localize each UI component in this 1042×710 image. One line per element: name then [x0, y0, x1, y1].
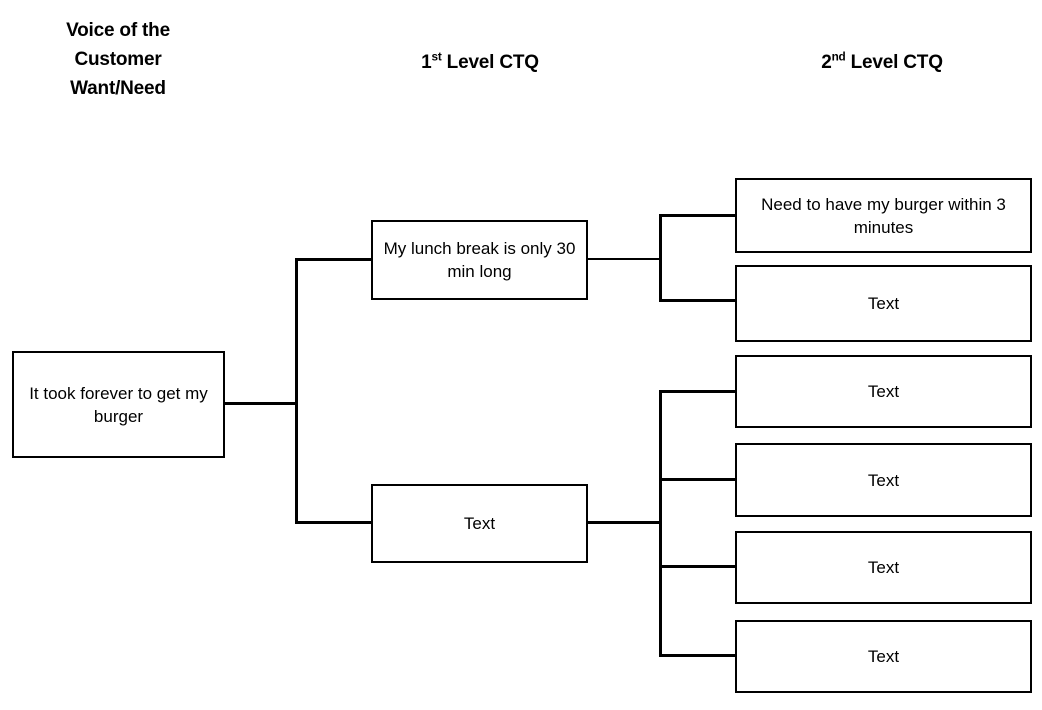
ctq2-prefix: 2: [821, 52, 832, 73]
node-level1-text[interactable]: Text: [371, 484, 588, 563]
node-level1-lunch-break-label: My lunch break is only 30 min long: [383, 239, 576, 281]
ctq1-suffix: Level CTQ: [441, 52, 539, 73]
connector-trunk-to-l1-b: [295, 521, 373, 524]
connector-trunk-to-l2-a: [659, 214, 737, 217]
connector-trunk-to-l1-a: [295, 258, 373, 261]
node-level1-text-label: Text: [463, 514, 496, 533]
node-level2-text-2-label: Text: [867, 382, 900, 401]
connector-trunk-to-l2-c: [659, 390, 737, 393]
ctq1-prefix: 1: [421, 52, 432, 73]
column-header-first-level-ctq: 1st Level CTQ: [370, 48, 590, 77]
node-level2-text-2[interactable]: Text: [735, 355, 1032, 428]
connector-level2-top-trunk: [659, 214, 662, 302]
connector-trunk-to-l2-b: [659, 299, 737, 302]
connector-root-to-trunk: [225, 402, 298, 405]
node-level1-lunch-break[interactable]: My lunch break is only 30 min long: [371, 220, 588, 300]
node-level2-text-5-label: Text: [867, 647, 900, 666]
ctq2-ordinal-suffix: nd: [831, 50, 846, 64]
connector-l1-a-to-trunk: [588, 258, 662, 260]
node-level2-text-5[interactable]: Text: [735, 620, 1032, 693]
node-level2-text-1-label: Text: [867, 294, 900, 313]
node-level2-text-4-label: Text: [867, 558, 900, 577]
ctq2-suffix: Level CTQ: [845, 52, 943, 73]
node-root-label: It took forever to get my burger: [29, 383, 208, 426]
connector-l1-b-to-trunk: [588, 521, 662, 524]
connector-trunk-to-l2-e: [659, 565, 737, 568]
node-level2-text-3[interactable]: Text: [735, 443, 1032, 517]
node-root[interactable]: It took forever to get my burger: [12, 351, 225, 458]
node-level2-text-1[interactable]: Text: [735, 265, 1032, 342]
connector-level2-bottom-trunk: [659, 390, 662, 657]
connector-trunk-to-l2-d: [659, 478, 737, 481]
ctq1-ordinal-suffix: st: [431, 50, 442, 64]
node-level2-text-3-label: Text: [867, 470, 900, 490]
connector-trunk-to-l2-f: [659, 654, 737, 657]
column-header-voice-of-customer: Voice of the Customer Want/Need: [66, 20, 170, 99]
node-level2-burger-3-minutes[interactable]: Need to have my burger within 3 minutes: [735, 178, 1032, 253]
node-level2-text-4[interactable]: Text: [735, 531, 1032, 604]
connector-level1-trunk: [295, 258, 298, 524]
column-header-second-level-ctq: 2nd Level CTQ: [772, 48, 992, 77]
node-level2-burger-3-minutes-label: Need to have my burger within 3 minutes: [761, 194, 1006, 237]
